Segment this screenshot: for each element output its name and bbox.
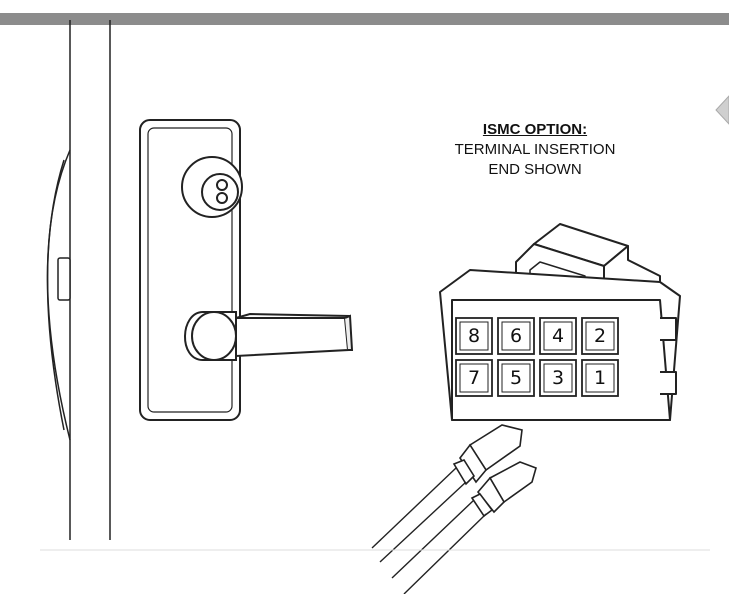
pin-window — [497, 317, 535, 355]
lever-handle-icon — [184, 311, 354, 361]
key-cylinder-icon — [181, 156, 243, 218]
door-edge — [46, 20, 111, 540]
pin-window-inner — [459, 321, 489, 351]
pin-grid: 8 6 4 2 7 5 3 1 — [455, 317, 619, 397]
pin-window — [539, 359, 577, 397]
pin-window-inner — [543, 321, 573, 351]
wire-leads — [371, 467, 487, 594]
pin-window — [497, 359, 535, 397]
pin-window — [455, 359, 493, 397]
pin-window — [581, 317, 619, 355]
caption-line-2: END SHOWN — [488, 161, 582, 178]
pin-number-8: 8 — [468, 325, 480, 347]
pin-number-4: 4 — [552, 325, 564, 347]
pin-window — [539, 317, 577, 355]
pin-window-inner — [501, 363, 531, 393]
pin-number-1: 1 — [594, 367, 606, 389]
header-bar — [0, 13, 729, 25]
terminal-pin-icon — [452, 424, 537, 518]
caption-line-1: TERMINAL INSERTION — [454, 141, 616, 158]
pin-window — [581, 359, 619, 397]
pin-window-inner — [501, 321, 531, 351]
pin-number-6: 6 — [510, 325, 522, 347]
pin-number-3: 3 — [552, 367, 564, 389]
caption-heading: ISMC OPTION: — [482, 121, 588, 138]
pin-window-inner — [585, 321, 615, 351]
pin-window-inner — [585, 363, 615, 393]
diagram-caption: ISMC OPTION: TERMINAL INSERTION END SHOW… — [420, 120, 650, 180]
pin-number-2: 2 — [594, 325, 606, 347]
pin-window-inner — [459, 363, 489, 393]
pin-number-5: 5 — [510, 367, 522, 389]
edge-marker-icon — [715, 95, 729, 125]
pin-window-inner — [543, 363, 573, 393]
pin-window — [455, 317, 493, 355]
pin-number-7: 7 — [468, 367, 480, 389]
